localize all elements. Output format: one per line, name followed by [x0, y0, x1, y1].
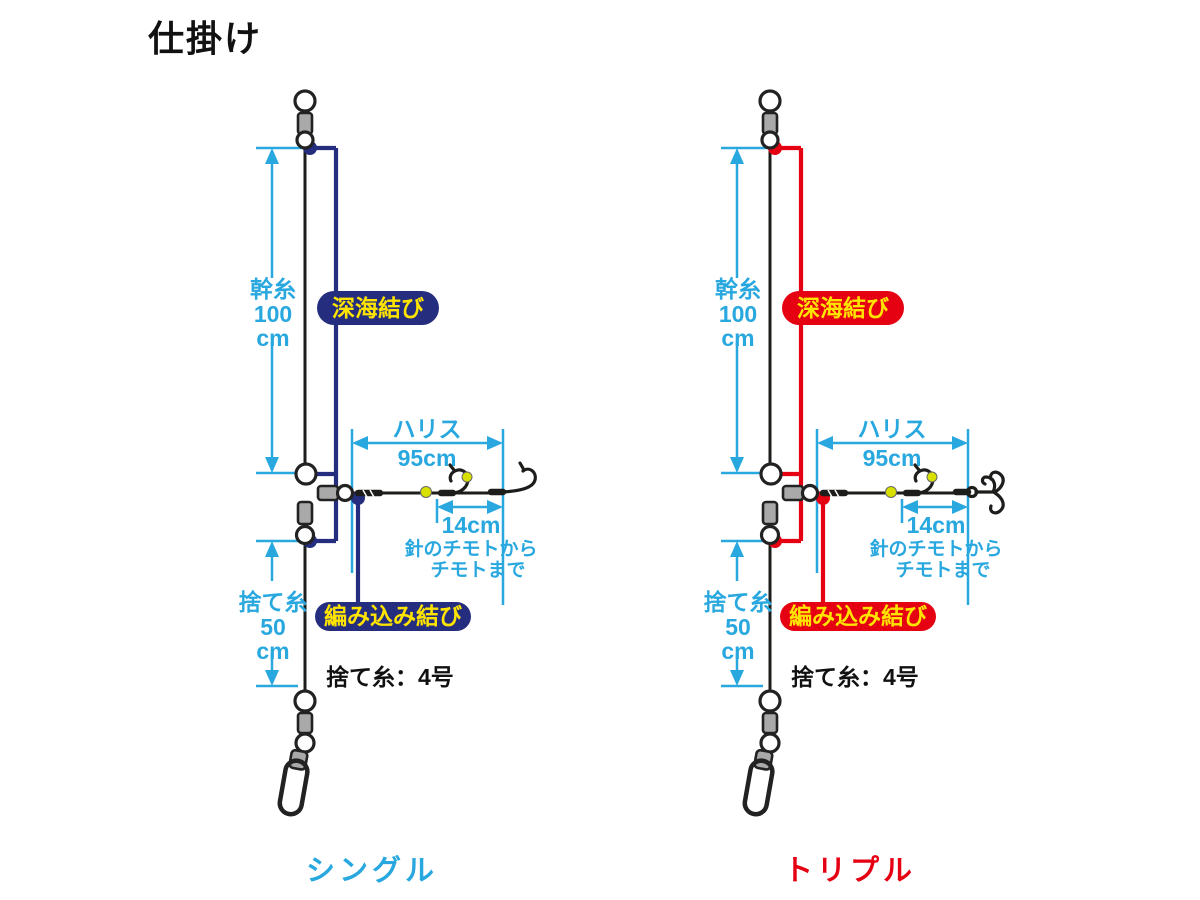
hook-spacing-note-2: チモトまで	[430, 559, 525, 581]
deep-sea-knot-label: 深海結び	[332, 295, 424, 321]
main-line-unit: cm	[256, 325, 289, 351]
drop-line-label: 捨て糸	[704, 589, 773, 615]
drop-line-label: 捨て糸	[239, 589, 308, 615]
drop-line-value: 50	[260, 614, 286, 640]
top-swivel	[293, 89, 317, 150]
measurement-labels: 幹糸 100 cm ハリス 95cm 14cm 針のチモトから チモトまで 捨て…	[239, 276, 538, 664]
braid-knot-pill	[315, 602, 471, 631]
mid-hook	[913, 463, 935, 495]
measurement-arrowheads	[730, 148, 968, 686]
beads	[885, 471, 938, 498]
bottom-snap-swivel	[742, 689, 782, 817]
main-line-label: 幹糸	[250, 276, 296, 302]
knot-pill-labels: 深海結び 編み込み結び	[324, 295, 462, 629]
knot-bracket	[775, 145, 826, 602]
measurement-labels: 幹糸 100 cm ハリス 95cm 14cm 針のチモトから チモトまで 捨て…	[704, 276, 1003, 664]
leader-label: ハリス	[858, 416, 927, 442]
hook-spacing-value: 14cm	[442, 512, 501, 538]
main-line-value: 100	[719, 301, 757, 327]
braid-knot-label: 編み込み結び	[789, 603, 927, 629]
drop-line-spec: 捨て糸：4号	[326, 664, 454, 690]
end-hook-treble	[965, 470, 1005, 515]
drop-line-value: 50	[725, 614, 751, 640]
main-line-value: 100	[254, 301, 292, 327]
braid-knot-pill	[780, 602, 936, 631]
beads	[420, 471, 473, 498]
bottom-snap-swivel	[277, 689, 317, 817]
drop-line-spec: 捨て糸：4号	[791, 664, 919, 690]
main-line-label: 幹糸	[715, 276, 761, 302]
end-hook-single	[501, 461, 537, 494]
drop-line-unit: cm	[256, 638, 289, 664]
rig-diagram-triple: 幹糸 100 cm ハリス 95cm 14cm 針のチモトから チモトまで 捨て…	[704, 89, 1005, 887]
top-swivel	[758, 89, 782, 150]
hook-spacing-note-1: 針のチモトから	[404, 537, 537, 560]
three-way-swivel	[294, 462, 355, 546]
page-title: 仕掛け	[148, 18, 263, 59]
main-line-unit: cm	[721, 325, 754, 351]
measurement-arrowheads	[265, 148, 503, 686]
knot-pill-labels: 深海結び 編み込み結び	[789, 295, 927, 629]
leader-value: 95cm	[398, 445, 457, 471]
hook-spacing-note-2: チモトまで	[895, 559, 990, 581]
leader-label: ハリス	[393, 416, 462, 442]
hook-spacing-note-1: 針のチモトから	[869, 537, 1002, 560]
braid-knot-label: 編み込み結び	[324, 603, 462, 629]
rig-diagram-single: 幹糸 100 cm ハリス 95cm 14cm 針のチモトから チモトまで 捨て…	[239, 89, 538, 887]
leader-value: 95cm	[863, 445, 922, 471]
diagram-caption-single: シングル	[306, 854, 438, 887]
mid-hook	[448, 463, 470, 495]
measurement-lines	[256, 146, 505, 688]
knot-pills	[780, 291, 936, 631]
knot-pills	[315, 291, 471, 631]
knot-bracket	[310, 145, 361, 602]
deep-sea-knot-pill	[782, 291, 904, 325]
diagram-caption-triple: トリプル	[784, 854, 916, 887]
hook-spacing-value: 14cm	[907, 512, 966, 538]
deep-sea-knot-label: 深海結び	[797, 295, 889, 321]
three-way-swivel	[759, 462, 820, 546]
deep-sea-knot-pill	[317, 291, 439, 325]
drop-line-unit: cm	[721, 638, 754, 664]
